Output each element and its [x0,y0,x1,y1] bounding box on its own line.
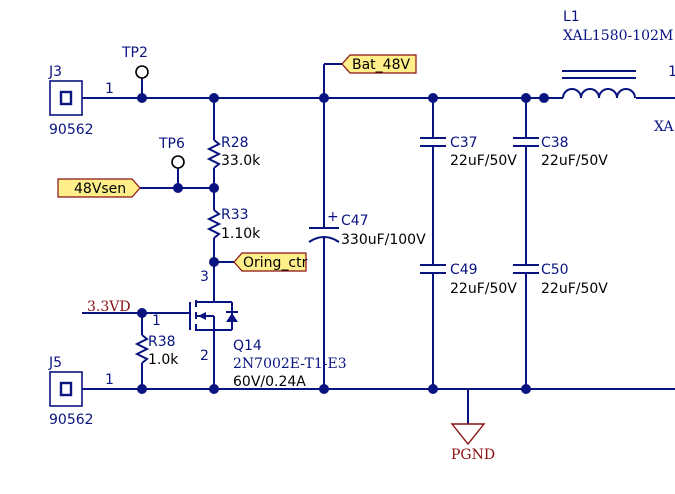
c50-ref: C50 [541,262,569,278]
r28-ref: R28 [221,135,249,151]
c38-ref: C38 [541,135,569,151]
j5-part: 90562 [49,412,94,428]
resistor-r33: R33 1.10k [206,207,261,242]
junction-dot [137,93,147,103]
junction-dot [539,93,549,103]
c49-ref: C49 [450,262,478,278]
l1-part-cut: XA [654,119,674,135]
q14-drain-pin: 3 [200,269,209,285]
48vsen-label: 48Vsen [74,181,126,197]
test-point-tp6: TP6 [158,136,185,169]
junction-dot [319,384,329,394]
r33-value: 1.10k [221,226,261,242]
48vsen-flag-shape [57,178,141,198]
connector-j5: J5 1 90562 [48,355,114,428]
l1-ref: L1 [563,9,580,25]
l1-pin-mark: 1 [668,64,675,80]
3v3-net-label: 3.3VD [87,299,131,315]
r38-value: 1.0k [148,352,179,368]
junction-dot [173,183,183,193]
c38-value: 22uF/50V [541,153,608,169]
c37-value: 22uF/50V [450,153,517,169]
tp6-label: TP6 [158,136,185,152]
tp2-circle-icon [135,65,149,79]
junction-dot [137,384,147,394]
junction-dot [209,183,219,193]
junction-dot [209,384,219,394]
ground-symbol-icon [450,423,486,446]
resistor-r38: R38 1.0k [134,334,179,368]
connector-j3: J3 1 90562 [48,64,114,138]
wires [82,63,675,424]
l1-coil-icon [562,88,636,99]
junction-dot [137,308,147,318]
test-point-tp2: TP2 [121,45,149,79]
c47-value: 330uF/100V [341,232,426,248]
r28-value: 33.0k [221,153,261,169]
tp2-label: TP2 [121,45,148,61]
q14-source-pin: 2 [200,348,209,364]
tp6-circle-icon [171,155,185,169]
pgnd-label: PGND [451,447,495,463]
ground-pgnd: PGND [450,423,495,463]
capacitor-c47: + C47 330uF/100V [308,209,426,248]
c47-ref: C47 [341,213,369,229]
oring-ctr-label: Oring_ctr [243,255,308,271]
inductor-l1: L1 XAL1580-102M 1 XA [562,9,675,135]
q14-rating: 60V/0.24A [233,374,306,390]
oring-ctr-flag-shape [233,252,307,272]
j5-ref: J5 [48,355,62,371]
c47-polarity: + [327,209,339,225]
r38-ref: R38 [148,334,176,350]
q14-diode-icon [226,313,238,322]
capacitor-c49: C49 22uF/50V [420,262,517,297]
junction-dot [521,384,531,394]
l1-part: XAL1580-102M [563,28,673,44]
r38-zigzag-icon [134,334,150,364]
resistor-r28: R28 33.0k [206,135,261,169]
c49-value: 22uF/50V [450,281,517,297]
junctions [137,93,549,394]
j3-body [49,80,83,116]
junction-dot [428,384,438,394]
c50-value: 22uF/50V [541,281,608,297]
capacitor-c37: C37 22uF/50V [420,135,517,169]
r33-zigzag-icon [206,209,222,239]
j5-body [49,371,83,407]
junction-dot [428,93,438,103]
net-flag-bat-48v: Bat_48V [341,54,417,74]
bat-48v-label: Bat_48V [352,57,410,73]
c37-ref: C37 [450,135,478,151]
c47-plate-curved [308,236,340,243]
r33-ref: R33 [221,207,249,223]
j3-pin-number: 1 [105,81,114,97]
net-flag-48vsen: 48Vsen [57,178,141,198]
bat-48v-flag-shape [341,54,417,74]
q14-arrow-icon [198,312,206,320]
q14-ref: Q14 [233,338,262,354]
junction-dot [209,257,219,267]
net-flag-oring-ctr: Oring_ctr [233,252,308,272]
j5-pin-pad [59,381,73,397]
mosfet-q14: 3 1 2 Q14 2N7002E-T1-E3 60V/0.24A [152,269,347,390]
capacitor-c38: C38 22uF/50V [513,135,608,169]
j3-ref: J3 [48,64,62,80]
q14-part: 2N7002E-T1-E3 [233,356,347,372]
capacitor-c50: C50 22uF/50V [513,262,608,297]
j5-pin-number: 1 [105,372,114,388]
junction-dot [209,93,219,103]
junction-dot [319,93,329,103]
r28-zigzag-icon [206,139,222,169]
q14-gate-pin: 1 [152,313,161,329]
junction-dot [521,93,531,103]
j3-pin-pad [59,90,73,106]
j3-part: 90562 [49,122,94,138]
